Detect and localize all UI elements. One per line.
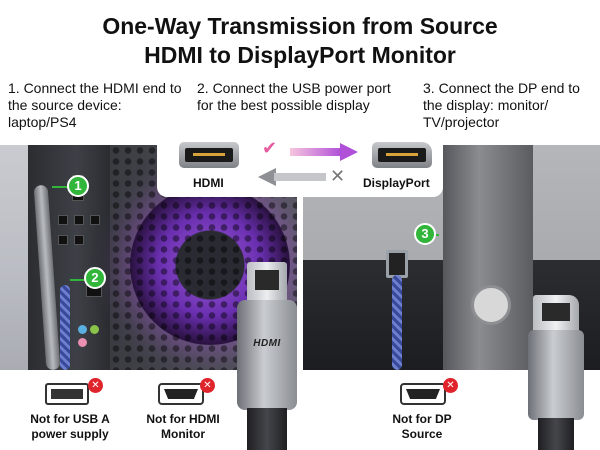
- hdmi-cable: [247, 408, 287, 450]
- prohibit-icon: ✕: [200, 378, 215, 393]
- hdmi-label: HDMI: [193, 176, 224, 190]
- usb-power-cable: [60, 285, 70, 370]
- stand-cable-hole: [471, 285, 511, 325]
- warning-line: Monitor: [161, 427, 205, 441]
- warning-line: Source: [401, 427, 443, 441]
- warning-line: Not for USB A: [30, 412, 110, 426]
- warning-hdmi-monitor-label: Not for HDMI Monitor: [136, 412, 230, 442]
- step-3-text: 3. Connect the DP end to the display: mo…: [423, 80, 580, 130]
- displayport-label: DisplayPort: [363, 176, 430, 190]
- dp-cable-to-monitor: [392, 275, 402, 370]
- usb-a-port-icon: [45, 383, 89, 405]
- usb-port: [74, 215, 84, 225]
- displayport-cable: [538, 418, 574, 450]
- usb-port: [58, 215, 68, 225]
- title-line-2: HDMI to DisplayPort Monitor: [144, 42, 456, 68]
- page-title: One-Way Transmission from Source HDMI to…: [0, 12, 600, 70]
- displayport-input: [386, 250, 408, 278]
- callout-1-leader: [52, 186, 68, 188]
- usb-port: [58, 235, 68, 245]
- callout-2-leader: [70, 279, 86, 281]
- usb-port: [74, 235, 84, 245]
- prohibit-icon: ✕: [443, 378, 458, 393]
- audio-jack: [78, 325, 87, 334]
- step-1-text: 1. Connect the HDMI end to the source de…: [8, 80, 182, 130]
- audio-jack: [90, 325, 99, 334]
- displayport-connector-tip: [533, 295, 579, 335]
- warning-usb-a-label: Not for USB A power supply: [20, 412, 120, 442]
- warning-line: Not for HDMI: [146, 412, 220, 426]
- hdmi-connector-tip: [247, 262, 287, 304]
- hdmi-port-icon: [400, 383, 446, 405]
- callout-3-badge: 3: [414, 223, 436, 245]
- hdmi-plug-icon: [179, 142, 239, 168]
- hdmi-connector: [237, 300, 297, 410]
- usb-port: [90, 215, 100, 225]
- displayport-connector: [528, 330, 584, 420]
- cross-icon: ✕: [330, 166, 346, 186]
- displayport-plug-icon: [372, 142, 432, 168]
- monitor-photo: [303, 145, 600, 370]
- warning-line: power supply: [31, 427, 109, 441]
- reverse-arrow-icon: [258, 168, 326, 186]
- title-line-1: One-Way Transmission from Source: [102, 13, 498, 39]
- audio-jack: [78, 338, 87, 347]
- prohibit-icon: ✕: [88, 378, 103, 393]
- warning-line: Not for DP: [392, 412, 452, 426]
- callout-1-badge: 1: [67, 175, 89, 197]
- hdmi-connector-logo: HDMI: [253, 338, 281, 349]
- step-2-text: 2. Connect the USB power port for the be…: [197, 80, 391, 113]
- check-icon: ✔: [262, 138, 278, 158]
- forward-arrow-icon: [290, 143, 358, 161]
- hdmi-port-icon: [158, 383, 204, 405]
- warning-dp-source-label: Not for DP Source: [375, 412, 469, 442]
- monitor-stand: [443, 145, 533, 370]
- callout-2-badge: 2: [84, 267, 106, 289]
